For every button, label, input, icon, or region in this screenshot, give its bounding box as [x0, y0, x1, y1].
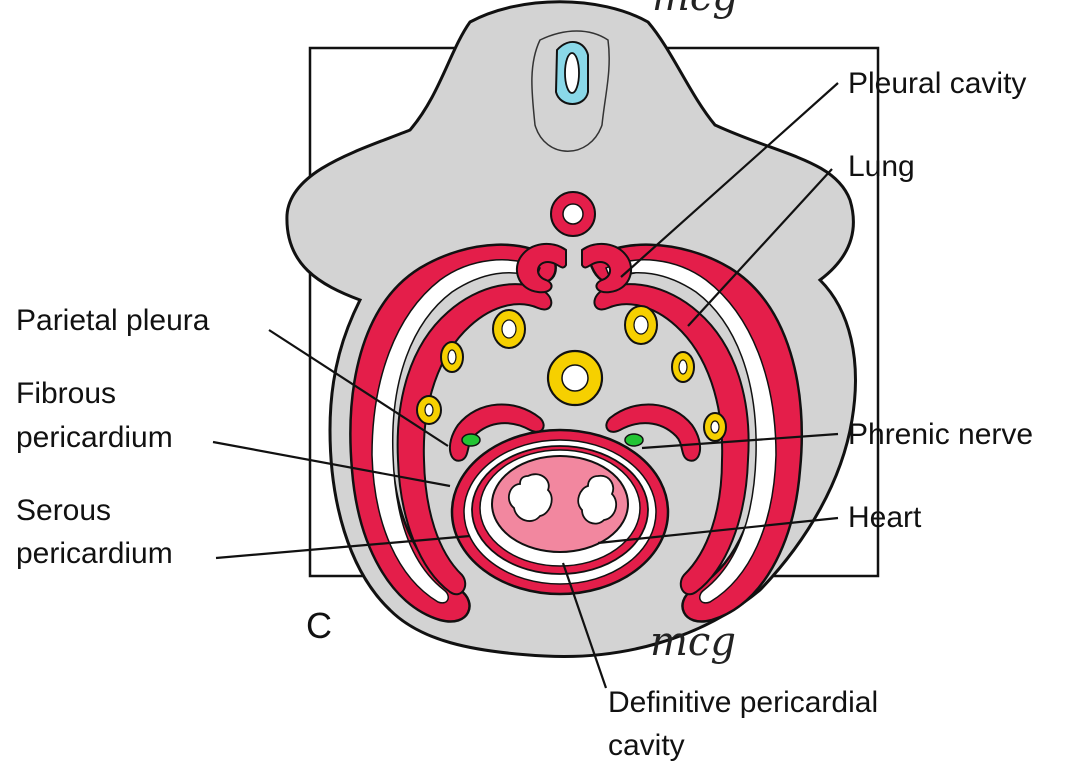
right-bronchus-1-lumen: [634, 316, 648, 334]
left-bronchus-1-lumen: [502, 320, 516, 338]
right-bronchus-2-lumen: [679, 360, 687, 374]
right-phrenic-nerve: [625, 434, 643, 446]
left-phrenic-nerve: [462, 434, 480, 446]
spinal-canal-lumen: [565, 53, 579, 93]
label-serous-line1: Serous: [16, 494, 111, 527]
label-fibrous-line1: Fibrous: [16, 377, 116, 410]
right-bronchus-3-lumen: [711, 421, 719, 433]
esophagus-lumen: [562, 365, 588, 391]
label-definitive-line1: Definitive pericardial: [608, 686, 878, 719]
label-phrenic-nerve: Phrenic nerve: [848, 418, 1033, 451]
label-heart: Heart: [848, 501, 922, 534]
artist-signature: mcg: [650, 619, 736, 665]
label-pleural-cavity: Pleural cavity: [848, 67, 1026, 100]
label-lung: Lung: [848, 150, 915, 183]
left-bronchus-3-lumen: [425, 404, 433, 416]
panel-letter: C: [306, 605, 332, 646]
label-fibrous-line2: pericardium: [16, 421, 173, 454]
label-definitive-line2: cavity: [608, 729, 685, 762]
label-parietal-pleura: Parietal pleura: [16, 304, 210, 337]
left-bronchus-2-lumen: [448, 350, 456, 364]
label-serous-line2: pericardium: [16, 537, 173, 570]
aorta-lumen: [563, 204, 583, 224]
signature-top-fragment: mcg: [652, 0, 738, 20]
